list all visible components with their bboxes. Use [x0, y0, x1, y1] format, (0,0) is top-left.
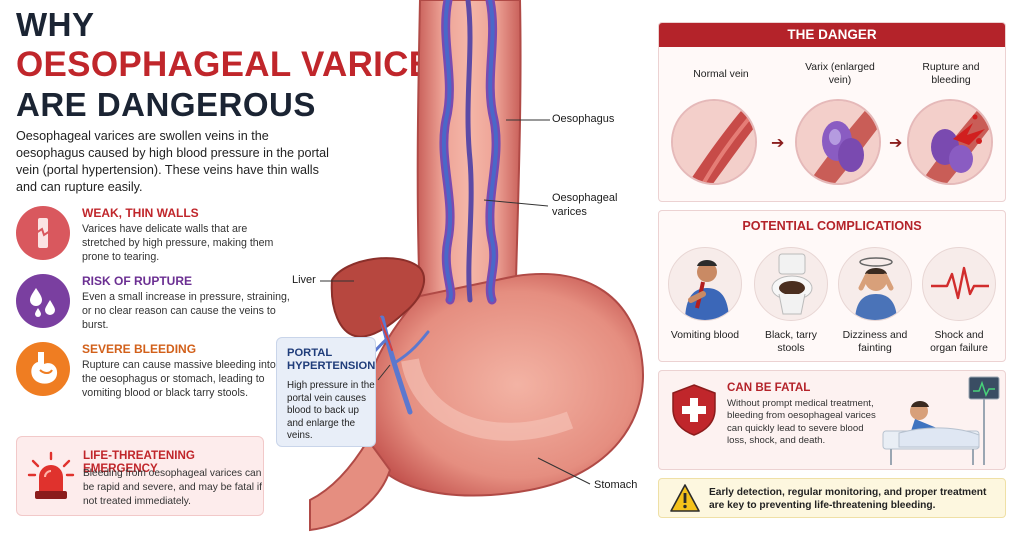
label-varices: Oesophageal varices [552, 192, 618, 218]
shield-cross-icon [671, 383, 717, 442]
page-title: WHY OESOPHAGEAL VARICES ARE DANGEROUS [16, 8, 456, 121]
danger-heading: THE DANGER [659, 23, 1005, 47]
emergency-desc: Bleeding from oesophageal varices can be… [83, 468, 262, 507]
complication-shock: Shock and organ failure [921, 247, 997, 355]
fatal-desc: Without prompt medical treatment, bleedi… [727, 398, 876, 447]
emergency-title: LIFE-THREATENING EMERGENCY [83, 449, 195, 475]
complications-panel: POTENTIAL COMPLICATIONS Vomiting blood B… [658, 210, 1006, 362]
portal-hypertension-box: PORTAL HYPERTENSION High pressure in the… [276, 337, 376, 447]
complications-heading: POTENTIAL COMPLICATIONS [742, 219, 922, 233]
feature-desc: Rupture can cause massive bleeding into … [82, 359, 276, 399]
fatal-panel: CAN BE FATAL Without prompt medical trea… [658, 370, 1006, 470]
complication-label: Vomiting blood [670, 330, 740, 341]
portal-title: PORTAL HYPERTENSION [287, 347, 376, 372]
danger-panel: THE DANGER Normal vein Varix (enlarged v… [658, 22, 1006, 202]
intro-text: Oesophageal varices are swollen veins in… [16, 129, 329, 194]
toilet-icon [754, 247, 828, 321]
warning-icon [669, 483, 701, 518]
label-oesophagus: Oesophagus [552, 113, 615, 125]
oesophagus-stomach-illustration [309, 0, 644, 532]
title-line-3: ARE DANGEROUS [16, 86, 316, 123]
feature-title: WEAK, THIN WALLS [82, 206, 199, 220]
complication-label: Dizziness and fainting [842, 330, 908, 354]
feature-desc: Varices have delicate walls that are str… [82, 223, 274, 263]
normal-vein-illustration [671, 99, 757, 185]
stomach-icon [16, 342, 70, 396]
rupture-illustration [907, 99, 993, 185]
emergency-box: LIFE-THREATENING EMERGENCY Bleeding from… [16, 436, 264, 516]
feature-weak-walls: WEAK, THIN WALLS Varices have delicate w… [16, 206, 286, 268]
stage-label-normal: Normal vein [693, 69, 749, 80]
title-line-2: OESOPHAGEAL VARICES [16, 45, 457, 84]
title-line-1: WHY [16, 6, 95, 43]
feature-title: SEVERE BLEEDING [82, 342, 197, 356]
arrow-right-icon: ➔ [771, 135, 785, 152]
liver-shape [330, 257, 425, 338]
heartbeat-icon [922, 247, 996, 321]
blood-drops-icon [16, 274, 70, 328]
varix-illustration [795, 99, 881, 185]
feature-title: RISK OF RUPTURE [82, 274, 193, 288]
feature-desc: Even a small increase in pressure, strai… [82, 291, 290, 331]
complication-stools: Black, tarry stools [753, 247, 829, 355]
tip-text: Early detection, regular monitoring, and… [709, 487, 987, 511]
tip-panel: Early detection, regular monitoring, and… [658, 478, 1006, 518]
complication-vomiting: Vomiting blood [667, 247, 743, 342]
feature-rupture: RISK OF RUPTURE Even a small increase in… [16, 274, 290, 336]
complication-dizziness: Dizziness and fainting [837, 247, 913, 355]
feature-bleeding: SEVERE BLEEDING Rupture can cause massiv… [16, 342, 286, 404]
vomiting-person-icon [668, 247, 742, 321]
siren-icon [27, 451, 75, 508]
stage-label-varix: Varix (enlarged vein) [805, 62, 875, 86]
hospital-bed-illustration [879, 375, 1003, 472]
fatal-title: CAN BE FATAL [727, 381, 811, 394]
arrow-right-icon: ➔ [889, 135, 903, 152]
stage-label-rupture: Rupture and bleeding [922, 62, 980, 86]
complication-label: Black, tarry stools [765, 330, 817, 354]
label-liver: Liver [292, 274, 316, 286]
complication-label: Shock and organ failure [930, 330, 988, 354]
label-stomach: Stomach [594, 479, 638, 491]
portal-desc: High pressure in the portal vein causes … [287, 380, 375, 441]
torn-wall-icon [16, 206, 70, 260]
dizzy-person-icon [838, 247, 912, 321]
